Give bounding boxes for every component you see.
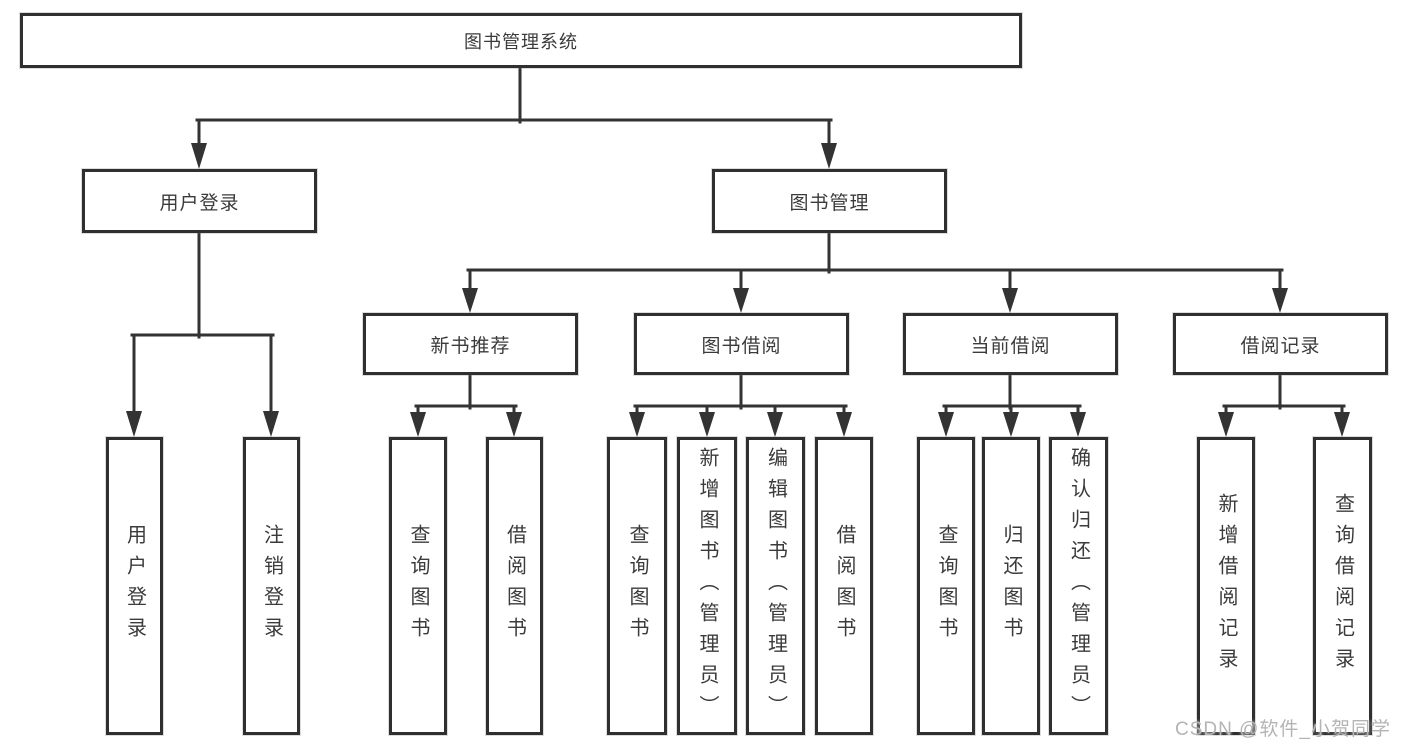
leaf-records-query-record: 查询借阅记录 — [1313, 437, 1372, 735]
leaf-label: 用户登录 — [123, 524, 146, 648]
node-new-book-recommendation: 新书推荐 — [363, 313, 578, 375]
leaf-label: 查询图书 — [626, 524, 648, 648]
connector-currentborrow-to-leaves — [942, 371, 1082, 420]
leaf-newbooks-query-books: 查询图书 — [389, 437, 447, 735]
leaf-current-return-books: 归还图书 — [982, 437, 1040, 735]
connector-newbooks-to-leaves — [414, 371, 518, 420]
leaf-label: 查询借阅记录 — [1331, 493, 1354, 679]
connector-userlogin-to-leaves — [130, 229, 275, 420]
leaf-borrow-add-books-admin: 新增图书（管理员） — [677, 437, 737, 735]
watermark: CSDN @软件_小贺同学 — [1175, 719, 1391, 740]
leaf-label: 查询图书 — [407, 524, 429, 648]
leaf-current-confirm-return-admin: 确认归还（管理员） — [1049, 437, 1108, 735]
node-label: 图书管理系统 — [464, 31, 578, 52]
connector-root-to-level2 — [195, 66, 833, 150]
leaf-logout-login: 注销登录 — [243, 437, 300, 735]
leaf-borrow-borrow-books: 借阅图书 — [815, 437, 873, 735]
connector-records-to-leaves — [1222, 371, 1346, 420]
leaf-label: 借阅图书 — [833, 524, 855, 648]
leaf-label: 注销登录 — [260, 524, 283, 648]
node-label: 新书推荐 — [430, 335, 511, 357]
node-label: 图书管理 — [789, 192, 870, 214]
leaf-label: 归还图书 — [1000, 524, 1022, 648]
leaf-user-login: 用户登录 — [106, 437, 163, 735]
node-user-login: 用户登录 — [82, 169, 317, 233]
connector-bookmgmt-to-level3 — [466, 229, 1284, 296]
arrowheads — [126, 143, 1350, 437]
leaf-label: 新增借阅记录 — [1215, 493, 1237, 679]
leaf-label: 新增图书（管理员） — [696, 446, 718, 726]
connector-bookborrow-to-leaves — [633, 371, 848, 420]
leaf-label: 借阅图书 — [503, 524, 526, 648]
leaf-current-query-books: 查询图书 — [917, 437, 975, 735]
node-label: 图书借阅 — [701, 335, 782, 357]
leaf-borrow-query-books: 查询图书 — [607, 437, 667, 735]
leaf-label: 查询图书 — [935, 524, 957, 648]
leaf-records-add-record: 新增借阅记录 — [1197, 437, 1255, 735]
node-borrowing-records: 借阅记录 — [1173, 313, 1388, 375]
node-book-management: 图书管理 — [712, 169, 947, 233]
leaf-label: 确认归还（管理员） — [1067, 446, 1090, 726]
node-book-borrowing: 图书借阅 — [634, 313, 849, 375]
leaf-newbooks-borrow-books: 借阅图书 — [486, 437, 543, 735]
node-library-management-system: 图书管理系统 — [20, 13, 1022, 68]
leaf-label: 编辑图书（管理员） — [764, 446, 787, 726]
node-label: 借阅记录 — [1240, 335, 1321, 357]
node-label: 用户登录 — [159, 192, 240, 214]
leaf-borrow-edit-books-admin: 编辑图书（管理员） — [746, 437, 805, 735]
node-current-borrowing: 当前借阅 — [903, 313, 1118, 375]
node-label: 当前借阅 — [970, 335, 1051, 357]
